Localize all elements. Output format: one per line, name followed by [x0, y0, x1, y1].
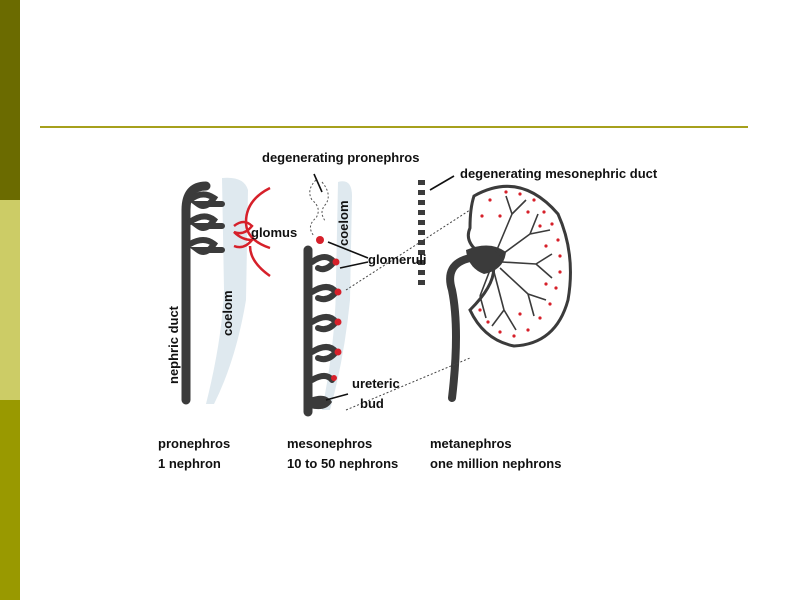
- sidebar-band-light: [0, 200, 20, 400]
- caption-pronephros-detail: 1 nephron: [158, 456, 221, 471]
- caption-metanephros-title: metanephros: [430, 436, 512, 451]
- zoom-guide-lines: [345, 209, 471, 411]
- label-arrows: [313, 173, 455, 401]
- degenerating-mesonephric-duct: [418, 180, 425, 285]
- label-degenerating-pronephros: degenerating pronephros: [262, 150, 419, 165]
- kidney-outline: [466, 184, 572, 348]
- nephron-glomeruli: [478, 190, 562, 338]
- label-degenerating-mesonephric-duct: degenerating mesonephric duct: [460, 166, 658, 181]
- label-coelom-right: coelom: [336, 200, 351, 246]
- collecting-duct-tree: [479, 195, 553, 331]
- nephric-duct: [181, 181, 211, 405]
- glomeruli: [316, 236, 342, 381]
- caption-pronephros-title: pronephros: [158, 436, 230, 451]
- label-coelom-left: coelom: [220, 290, 235, 336]
- metanephros-figure: [345, 180, 572, 411]
- caption-mesonephros-detail: 10 to 50 nephrons: [287, 456, 398, 471]
- title-divider: [40, 126, 748, 128]
- degenerating-pronephros-outline: [309, 179, 329, 237]
- glomus: [233, 186, 271, 278]
- label-nephric-duct: nephric duct: [166, 305, 181, 384]
- caption-metanephros-detail: one million nephrons: [430, 456, 561, 471]
- sidebar-band-dark: [0, 0, 20, 200]
- pronephric-tubules: [187, 191, 225, 255]
- coelom-right-region: [322, 181, 352, 410]
- caption-mesonephros-title: mesonephros: [287, 436, 372, 451]
- mesonephros-figure: [303, 179, 352, 417]
- label-glomeruli: glomeruli: [368, 252, 427, 267]
- label-bud: bud: [360, 396, 384, 411]
- pronephros-figure: [181, 177, 271, 405]
- label-ureteric: ureteric: [352, 376, 400, 391]
- sidebar-band-olive: [0, 400, 20, 600]
- renal-pelvis: [466, 245, 506, 274]
- ureter: [446, 254, 474, 402]
- label-glomus: glomus: [251, 225, 297, 240]
